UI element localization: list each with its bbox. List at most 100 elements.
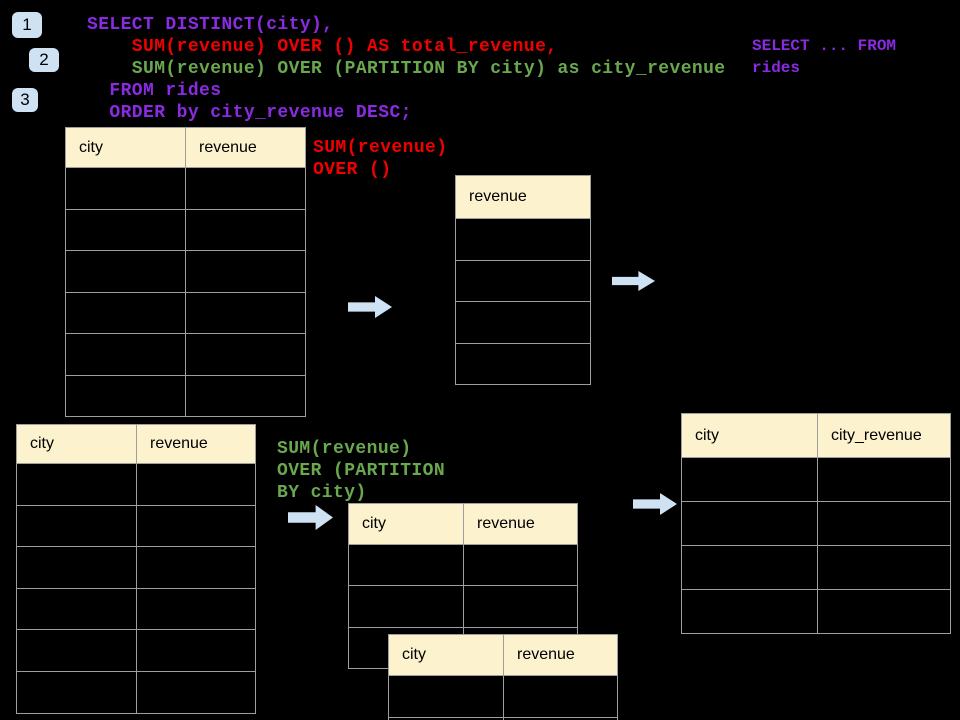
table-header-cell: revenue [136,424,255,463]
table-row [681,545,950,589]
source-table-bottom: city revenue [16,424,256,714]
table-cell [455,218,590,260]
table-header-cell: revenue [455,175,590,218]
sql-side-note-line: rides [752,59,801,77]
table-cell [136,629,255,671]
column-label: city [30,435,54,452]
source-table-top: city revenue [65,127,306,417]
sql-code-line: SUM(revenue) OVER (PARTITION BY city) as… [87,59,726,79]
arrow-to-partition-table-icon [288,505,333,530]
column-label: city_revenue [831,426,922,444]
table-cell [16,504,136,547]
table-header-cell: revenue [185,127,305,167]
sql-side-note: SELECT ... FROM rides [752,35,896,79]
table-row [65,333,305,375]
table-cell [348,585,463,627]
table-row [16,546,255,588]
table-row [455,218,590,260]
table-row [681,501,950,545]
annotation-line: OVER (PARTITION [277,461,446,481]
table-header-row: city city_revenue [681,413,950,457]
table-cell [817,501,950,545]
table-cell [455,301,590,343]
table-cell [503,675,617,717]
table-row [16,504,255,547]
table-header-row: revenue [455,175,590,218]
table-row [455,301,590,343]
table-cell [817,457,950,501]
table-header-row: city revenue [388,634,617,675]
column-label: city [362,515,386,532]
table-cell [388,675,503,717]
sql-side-note-line: SELECT ... FROM [752,37,897,55]
table-cell [455,342,590,384]
table-cell [65,291,185,333]
table-cell [463,585,577,627]
step-badge-1: 1 [12,12,42,38]
sql-code-line: SELECT DISTINCT(city), [87,15,334,35]
table-cell [65,208,185,250]
table-cell [65,250,185,292]
table-row [16,463,255,505]
table-row [681,457,950,501]
total-revenue-note: SUM(revenue)OVER () [313,137,447,181]
table-cell [817,589,950,633]
table-header-cell: city [65,127,185,167]
table-header-row: city revenue [65,127,305,167]
table-cell [136,670,255,713]
table-cell [16,463,136,505]
table-row [16,629,255,671]
sql-code-line: ORDER by city_revenue DESC; [87,103,412,123]
table-header-cell: city [16,424,136,463]
table-cell [681,457,817,501]
table-cell [185,333,305,375]
table-cell [136,463,255,505]
arrow-from-total-table-icon [612,271,655,291]
table-header-row: city revenue [348,503,577,544]
table-row [16,670,255,713]
column-label: city [402,646,426,663]
table-cell [136,587,255,630]
table-header-cell: city [348,503,463,544]
table-cell [388,717,503,720]
partition-table-front: city revenue [388,634,618,720]
column-label: city [79,138,103,156]
column-label: revenue [477,515,535,532]
table-row [455,342,590,384]
table-cell [185,374,305,416]
table-cell [681,501,817,545]
total-revenue-result: revenue [455,175,591,385]
table-row [348,585,577,627]
table-header-cell: city_revenue [817,413,950,457]
table-cell [455,259,590,301]
table-row [681,589,950,633]
table-row [388,717,617,720]
table-cell [503,717,617,720]
table-row [65,291,305,333]
sql-code-block: SELECT DISTINCT(city), SUM(revenue) OVER… [87,14,726,124]
column-label: revenue [517,646,575,663]
annotation-line: OVER () [313,160,392,180]
sql-code-line: SUM(revenue) OVER () AS total_revenue, [87,37,558,57]
column-label: revenue [199,138,257,156]
step-badge-3: 3 [12,88,38,112]
table-cell [185,208,305,250]
table-cell [136,504,255,547]
table-cell [16,670,136,713]
table-cell [681,545,817,589]
table-row [65,208,305,250]
table-header-cell: city [681,413,817,457]
table-row [348,544,577,586]
table-cell [65,333,185,375]
table-cell [136,546,255,588]
city-revenue-result: city city_revenue [681,413,951,634]
table-cell [817,545,950,589]
table-row [65,250,305,292]
table-row [65,374,305,416]
annotation-line: BY city) [277,483,367,503]
table-header-cell: revenue [503,634,617,675]
table-cell [16,629,136,671]
table-cell [65,374,185,416]
table-row [388,675,617,717]
